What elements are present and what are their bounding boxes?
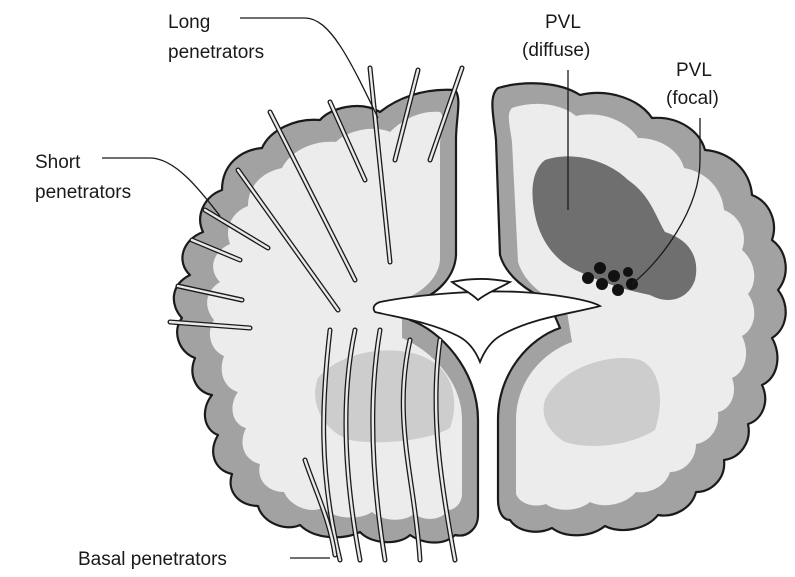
short-penetrators-label: Short penetrators — [35, 152, 220, 216]
long-penetrators-leader — [240, 18, 378, 118]
basal-penetrators-label: Basal penetrators — [78, 549, 330, 570]
pvl-focal-label-line1: PVL — [676, 60, 712, 81]
long-penetrators-label-line1: Long — [168, 12, 210, 33]
pvl-focal-label-line2: (focal) — [666, 88, 719, 109]
pvl-diffuse-label-line1: PVL — [545, 12, 581, 33]
short-penetrators-label-line2: penetrators — [35, 182, 131, 203]
basal-penetrators-label-text: Basal penetrators — [78, 549, 227, 570]
long-penetrators-label-line2: penetrators — [168, 42, 264, 63]
long-penetrators-label: Long penetrators — [168, 12, 378, 118]
short-penetrators-label-line1: Short — [35, 152, 81, 173]
left-basal-ganglia — [315, 350, 454, 442]
pvl-diffuse-label-line2: (diffuse) — [522, 40, 590, 61]
